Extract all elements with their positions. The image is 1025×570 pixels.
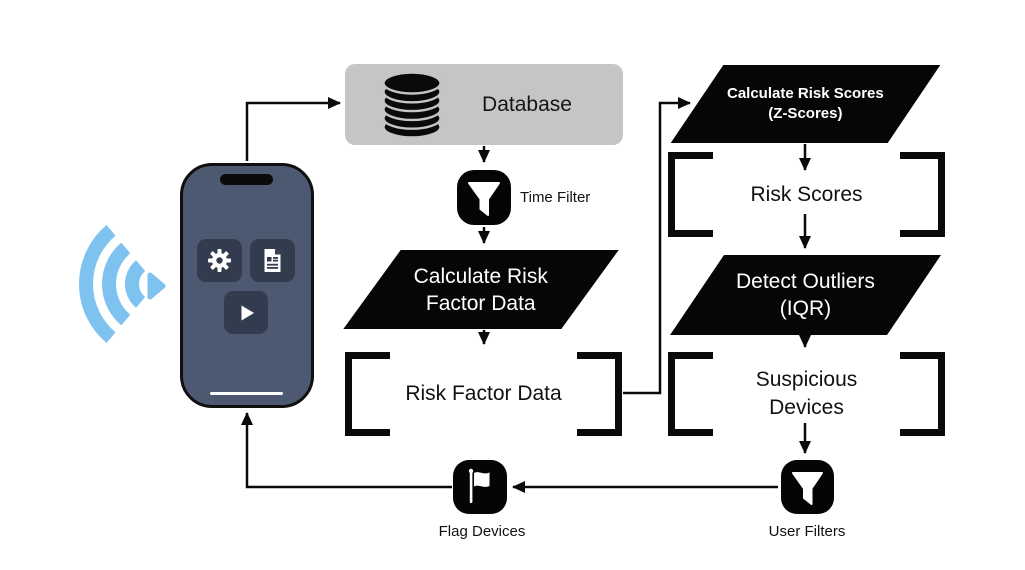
run-button bbox=[224, 291, 268, 334]
right-bracket bbox=[900, 152, 945, 237]
arrow-flag-devices-to-phone bbox=[241, 412, 452, 489]
phone-device bbox=[180, 163, 314, 408]
node-database: Database bbox=[345, 64, 623, 145]
suspicious-devices-label: Suspicious Devices bbox=[668, 352, 945, 436]
time-filter-funnel-icon bbox=[457, 170, 511, 225]
right-bracket bbox=[577, 352, 622, 436]
right-bracket bbox=[900, 352, 945, 436]
settings-button bbox=[197, 239, 242, 282]
risk-scores-label: Risk Scores bbox=[750, 182, 863, 206]
play-icon bbox=[241, 305, 254, 320]
left-bracket bbox=[668, 352, 713, 436]
suspicious-devices-line1: Suspicious bbox=[755, 368, 858, 391]
risk-factor-data-label: Risk Factor Data bbox=[405, 382, 562, 405]
phone-notch bbox=[220, 174, 273, 185]
suspicious-devices-line2: Devices bbox=[769, 396, 844, 419]
left-bracket bbox=[668, 152, 713, 237]
node-risk-scores: Risk Scores bbox=[668, 152, 945, 237]
phone-home-indicator bbox=[210, 391, 283, 395]
calc-risk-factor-line1: Calculate Risk bbox=[413, 264, 549, 288]
user-filters-funnel-icon bbox=[781, 460, 834, 514]
detect-outliers-line1: Detect Outliers bbox=[736, 270, 875, 293]
user-filters-label: User Filters bbox=[768, 523, 846, 540]
node-risk-factor-data: Risk Factor Data bbox=[345, 352, 622, 436]
wifi-signal-icon bbox=[79, 225, 166, 343]
left-bracket bbox=[345, 352, 390, 436]
gear-icon bbox=[208, 249, 231, 272]
node-suspicious-devices: Suspicious Devices bbox=[668, 352, 945, 436]
calc-risk-scores-line1: Calculate Risk Scores bbox=[727, 85, 884, 102]
database-label: Database bbox=[482, 92, 572, 116]
report-button bbox=[250, 239, 295, 282]
arrow-risk-factor-data-to-calc-risk-scores bbox=[623, 97, 691, 395]
flag-devices-label: Flag Devices bbox=[438, 523, 526, 540]
flag-icon bbox=[453, 460, 507, 514]
document-icon bbox=[264, 249, 281, 272]
database-cylinder-icon bbox=[382, 71, 442, 139]
calc-risk-scores-line2: (Z-Scores) bbox=[768, 105, 843, 122]
arrow-phone-to-database bbox=[245, 97, 341, 161]
time-filter-label: Time Filter bbox=[520, 189, 591, 206]
calc-risk-factor-line2: Factor Data bbox=[426, 291, 536, 315]
detect-outliers-line2: (IQR) bbox=[779, 297, 832, 320]
